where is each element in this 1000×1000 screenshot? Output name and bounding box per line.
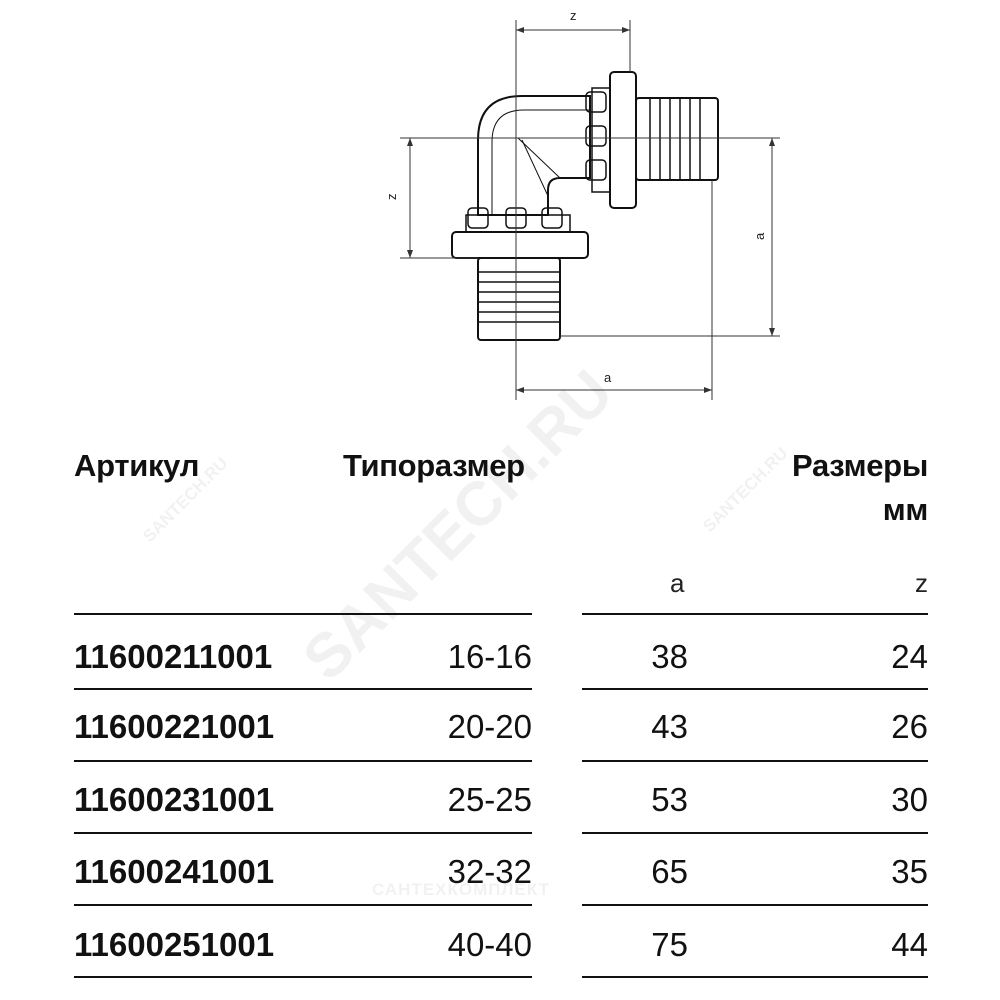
table-bottom-rule-left (74, 976, 532, 978)
cell-size: 16-16 (447, 638, 532, 675)
row-divider-left (74, 688, 532, 690)
cell-size: 40-40 (447, 926, 532, 963)
header-dims: Размеры (791, 448, 928, 483)
cell-size: 25-25 (447, 781, 532, 818)
flange-bottom (451, 231, 589, 259)
row-divider-left (74, 832, 532, 834)
cell-article: 11600211001 (74, 638, 273, 675)
subheader-a: a (670, 568, 685, 598)
cell-a: 53 (651, 781, 688, 818)
row-divider-right (582, 904, 928, 906)
dim-label-bottom-a: a (604, 370, 612, 385)
nipple-right (635, 97, 719, 181)
cell-z: 26 (891, 708, 928, 745)
row-divider-left (74, 760, 532, 762)
cell-z: 35 (891, 853, 928, 890)
row-divider-right (582, 688, 928, 690)
dim-label-left-z: z (384, 194, 399, 201)
fitting-drawing: z z a a (384, 8, 780, 400)
header-rule-left (74, 613, 532, 615)
row-divider-left (74, 904, 532, 906)
cell-article: 11600221001 (74, 708, 275, 745)
flange-right (609, 71, 637, 209)
cell-z: 44 (891, 926, 928, 963)
row-divider-right (582, 760, 928, 762)
cell-article: 11600251001 (74, 926, 275, 963)
cell-a: 43 (651, 708, 688, 745)
header-size: Типоразмер (343, 448, 525, 483)
cell-size: 32-32 (447, 853, 532, 890)
cell-article: 11600231001 (74, 781, 275, 818)
dim-label-top-z: z (570, 8, 577, 23)
table-bottom-rule-right (582, 976, 928, 978)
cell-a: 65 (651, 853, 688, 890)
cell-size: 20-20 (447, 708, 532, 745)
cell-z: 30 (891, 781, 928, 818)
cell-a: 38 (651, 638, 688, 675)
header-article: Артикул (74, 448, 200, 483)
cell-a: 75 (651, 926, 688, 963)
row-divider-right (582, 832, 928, 834)
header-unit: мм (882, 492, 929, 527)
subheader-z: z (915, 568, 928, 598)
nipple-bottom (477, 257, 561, 341)
elbow-body (477, 95, 591, 216)
header-rule-right (582, 613, 928, 615)
watermark-small-right: SANTECH.RU (699, 443, 792, 536)
cell-article: 11600241001 (74, 853, 275, 890)
cell-z: 24 (891, 638, 928, 675)
dim-label-right-a: a (752, 232, 767, 240)
